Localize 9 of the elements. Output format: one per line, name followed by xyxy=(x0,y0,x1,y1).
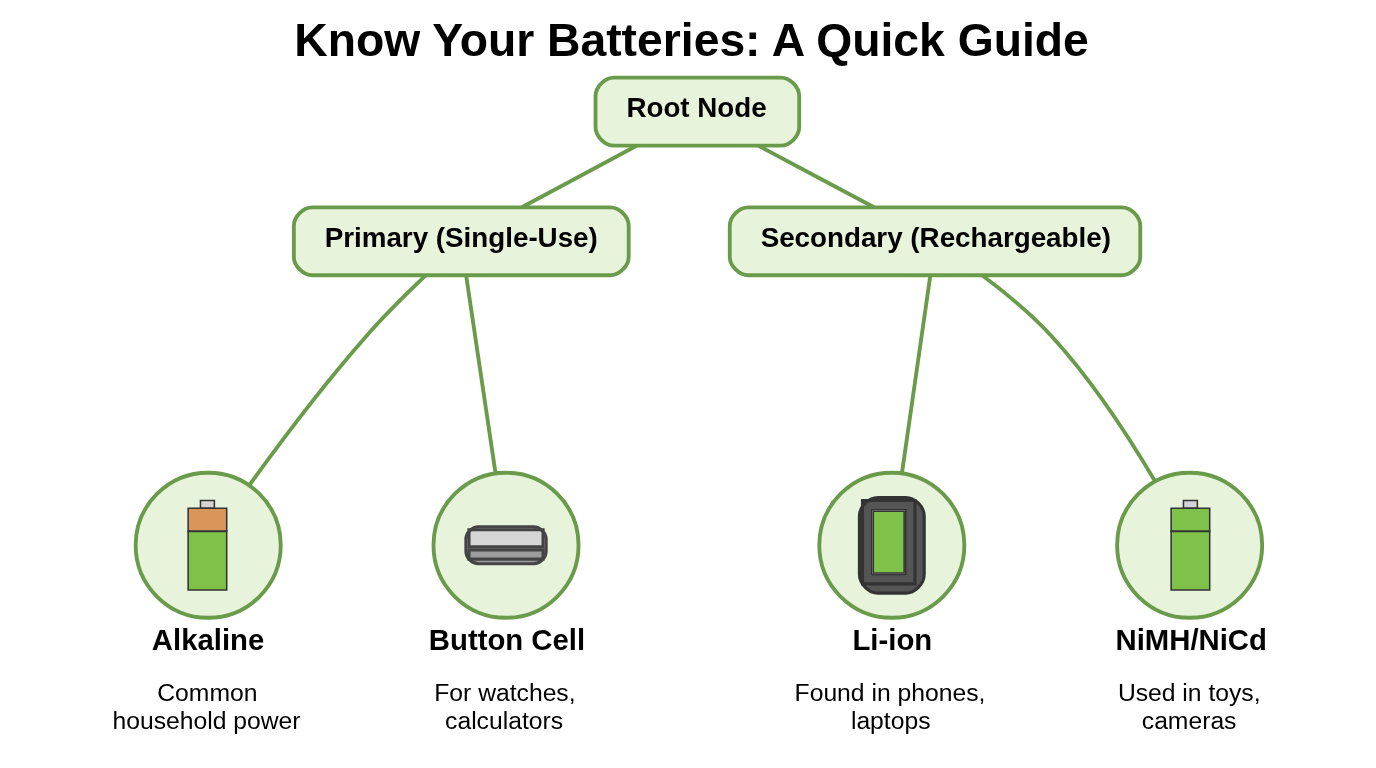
node-label: Alkaline xyxy=(151,622,264,656)
node-label: Found in phones, laptops xyxy=(794,678,985,734)
diagram-title: Know Your Batteries: A Quick Guide xyxy=(293,14,1089,67)
node-label: Li-ion xyxy=(851,622,932,656)
node-label: Button Cell xyxy=(428,622,585,656)
node-label: NiMH/NiCd xyxy=(1115,622,1267,656)
node-label: Common household power xyxy=(112,678,301,734)
node-label: For watches, calculators xyxy=(433,678,576,734)
node-label: Used in toys, cameras xyxy=(1117,678,1261,734)
